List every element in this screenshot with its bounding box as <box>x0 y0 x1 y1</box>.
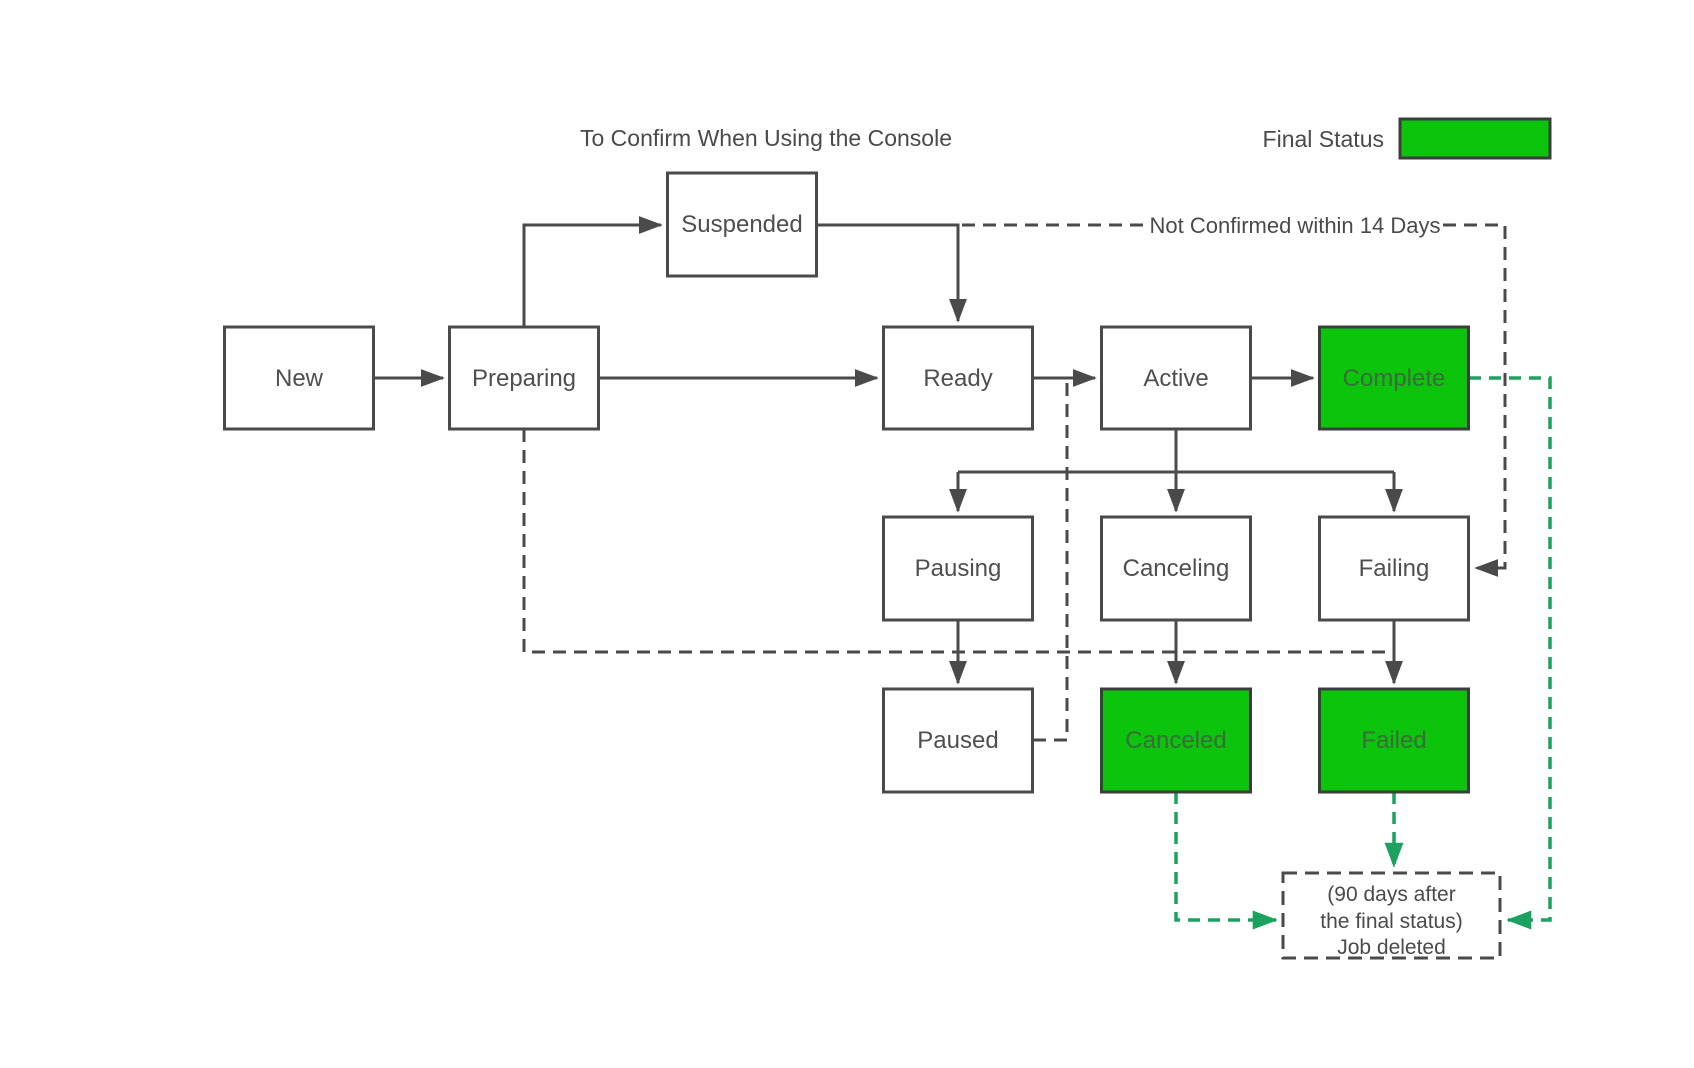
node-pausing: Pausing <box>882 515 1034 622</box>
diagram-title: To Confirm When Using the Console <box>580 125 952 151</box>
node-new-box <box>223 325 375 431</box>
node-failing-box <box>1318 515 1470 622</box>
node-suspended-box <box>666 171 818 278</box>
edge-canceled-to-job-deleted <box>1174 792 1278 930</box>
edge-complete-to-job-deleted <box>1469 376 1552 930</box>
edge-suspended-to-ready <box>816 223 967 323</box>
node-failing-label: Failing <box>1359 555 1430 582</box>
edge-active-branch-connector <box>958 429 1394 474</box>
node-preparing: Preparing <box>448 325 600 431</box>
node-complete-label: Complete <box>1343 365 1446 392</box>
job-deleted-line-3: Job deleted <box>1337 936 1446 959</box>
node-paused: Paused <box>882 687 1034 794</box>
not-confirmed-label: Not Confirmed within 14 Days <box>1149 213 1440 238</box>
node-canceled-label: Canceled <box>1125 727 1226 754</box>
job-deleted-line-2: the final status) <box>1320 910 1462 933</box>
legend-final-status-swatch <box>1398 117 1552 160</box>
node-active: Active <box>1100 325 1252 431</box>
edge-preparing-to-failed-dashed <box>522 429 1394 654</box>
node-canceled-box <box>1100 687 1252 794</box>
node-job-deleted: (90 days after the final status) Job del… <box>1281 871 1502 960</box>
job-deleted-line-1: (90 days after <box>1327 883 1455 906</box>
node-suspended: Suspended <box>666 171 818 278</box>
node-suspended-label: Suspended <box>681 211 802 238</box>
node-new-label: New <box>275 365 324 392</box>
legend-label: Final Status <box>1263 126 1384 152</box>
node-canceling-label: Canceling <box>1123 555 1230 582</box>
node-ready-label: Ready <box>923 365 992 392</box>
node-canceled: Canceled <box>1100 687 1252 794</box>
node-preparing-label: Preparing <box>472 365 576 392</box>
node-complete: Complete <box>1318 325 1470 431</box>
node-preparing-box <box>448 325 600 431</box>
node-failed-label: Failed <box>1361 727 1426 754</box>
node-canceling-box <box>1100 515 1252 622</box>
node-pausing-label: Pausing <box>915 555 1002 582</box>
node-failed-box <box>1318 687 1470 794</box>
node-ready: Ready <box>882 325 1034 431</box>
node-pausing-box <box>882 515 1034 622</box>
node-failing: Failing <box>1318 515 1470 622</box>
edge-not-confirmed-to-failing <box>1443 223 1507 577</box>
node-paused-label: Paused <box>917 727 998 754</box>
edge-paused-to-active-dashed <box>1033 381 1069 742</box>
node-ready-box <box>882 325 1034 431</box>
node-complete-box <box>1318 325 1470 431</box>
node-paused-box <box>882 687 1034 794</box>
node-new: New <box>223 325 375 431</box>
node-active-label: Active <box>1143 365 1208 392</box>
node-canceling: Canceling <box>1100 515 1252 622</box>
node-job-deleted-box <box>1281 871 1502 960</box>
node-failed: Failed <box>1318 687 1470 794</box>
edge-preparing-to-suspended <box>522 216 663 327</box>
node-active-box <box>1100 325 1252 431</box>
